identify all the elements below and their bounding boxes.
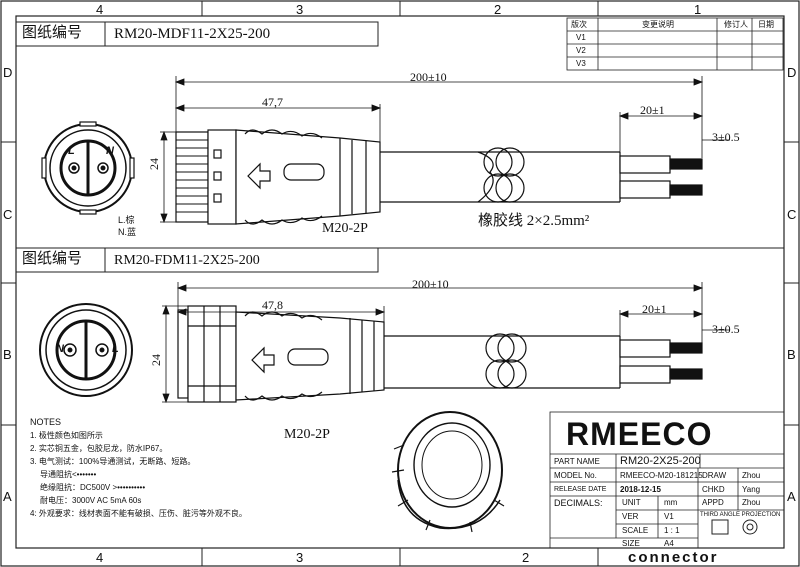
frame-row-label: C: [787, 207, 797, 222]
wire-color-note: N.蓝: [118, 227, 137, 237]
frame-row-label: B: [787, 347, 796, 362]
appd-label: APPD: [702, 498, 724, 507]
model-label: M20-2P: [322, 221, 368, 236]
frame-col-label: 2: [494, 2, 502, 17]
scale-label: SCALE: [622, 526, 649, 535]
decimals-label: DECIMALS:: [554, 498, 603, 508]
part-name: RM20-2X25-200: [620, 455, 701, 467]
pin-label-l: L: [112, 343, 119, 355]
note-item: 2. 实芯铜五金，包胶尼龙，防水IP67。: [30, 444, 168, 453]
drawing-number-label: 图纸编号: [22, 25, 83, 41]
dim-strip-length: 20±1: [640, 103, 665, 117]
revision-row: V1: [576, 33, 586, 42]
release-date-label: RELEASE DATE: [554, 486, 607, 493]
unit-value: mm: [664, 498, 678, 507]
note-item: 1. 极性颜色如图所示: [30, 431, 103, 440]
draw-value: Zhou: [742, 471, 761, 480]
frame-col-label: 1: [694, 2, 702, 17]
chkd-label: CHKD: [702, 485, 725, 494]
dim-height: 24: [149, 354, 163, 366]
revision-row: V2: [576, 46, 586, 55]
dim-wire-length: 3±0.5: [712, 130, 740, 144]
frame-row-label: A: [3, 489, 12, 504]
frame-row-label: D: [3, 65, 13, 80]
ver-value: V1: [664, 512, 674, 521]
frame-col-label: 2: [522, 550, 530, 565]
part-name-label: PART NAME: [554, 457, 600, 466]
note-item: 导通阻抗<•••••••: [40, 470, 97, 479]
notes-block: NOTES 1. 极性颜色如图所示 2. 实芯铜五金，包胶尼龙，防水IP67。 …: [30, 416, 350, 520]
frame-col-label: 3: [296, 550, 304, 565]
notes-title: NOTES: [30, 417, 62, 427]
note-item: 绝缘阻抗：DC500V >••••••••••: [40, 483, 146, 492]
ver-label: VER: [622, 512, 639, 521]
pin-label-n: N: [106, 145, 114, 157]
dim-body-length: 47,8: [262, 298, 283, 312]
projection-label: THIRD ANGLE PROJECTION: [700, 512, 781, 518]
appd-value: Zhou: [742, 498, 761, 507]
frame-col-label: 3: [296, 2, 304, 17]
note-item: 耐电压：3000V AC 5mA 60s: [40, 496, 142, 505]
brand-logo: RMEECO: [566, 416, 713, 452]
revision-header: 版次: [571, 20, 587, 29]
dim-height: 24: [147, 158, 161, 170]
drawing-number: RM20-FDM11-2X25-200: [114, 253, 260, 268]
dim-body-length: 47,7: [262, 95, 283, 109]
pin-label-l: L: [68, 145, 75, 157]
scale-value: 1 : 1: [664, 526, 680, 535]
unit-label: UNIT: [622, 498, 641, 507]
frame-col-label: 4: [96, 2, 104, 17]
revision-header: 修订人: [724, 20, 748, 29]
chkd-value: Yang: [742, 485, 761, 494]
dim-strip-length: 20±1: [642, 302, 667, 316]
footer-logo: connector: [628, 549, 719, 566]
pin-label-n: N: [56, 343, 64, 355]
draw-label: DRAW: [702, 471, 727, 480]
note-item: 3. 电气测试：100%导通测试，无断路、短路。: [30, 457, 196, 466]
frame-row-label: C: [3, 207, 13, 222]
cable-label: 橡胶线 2×2.5mm²: [478, 213, 590, 229]
revision-row: V3: [576, 59, 586, 68]
dim-wire-length: 3±0.5: [712, 322, 740, 336]
model-no-label: MODEL No.: [554, 471, 597, 480]
wire-color-note: L.棕: [118, 215, 135, 225]
frame-col-label: 4: [96, 550, 104, 565]
dim-total: 200±10: [410, 70, 447, 84]
revision-header: 变更说明: [642, 20, 674, 29]
frame-row-label: D: [787, 65, 797, 80]
frame-row-label: A: [787, 489, 796, 504]
drawing-number-label: 图纸编号: [22, 251, 83, 267]
drawing-number: RM20-MDF11-2X25-200: [114, 26, 271, 42]
note-item: 4: 外观要求：线材表面不能有破损、压伤、脏污等外观不良。: [30, 509, 247, 518]
frame-row-label: B: [3, 347, 12, 362]
model-label: M20-2P: [284, 427, 330, 442]
model-no: RMEECO-M20-181215: [620, 471, 703, 480]
release-date: 2018-12-15: [620, 485, 661, 494]
dim-total: 200±10: [412, 277, 449, 291]
size-value: A4: [664, 539, 674, 548]
size-label: SIZE: [622, 539, 640, 548]
revision-header: 日期: [758, 20, 774, 29]
